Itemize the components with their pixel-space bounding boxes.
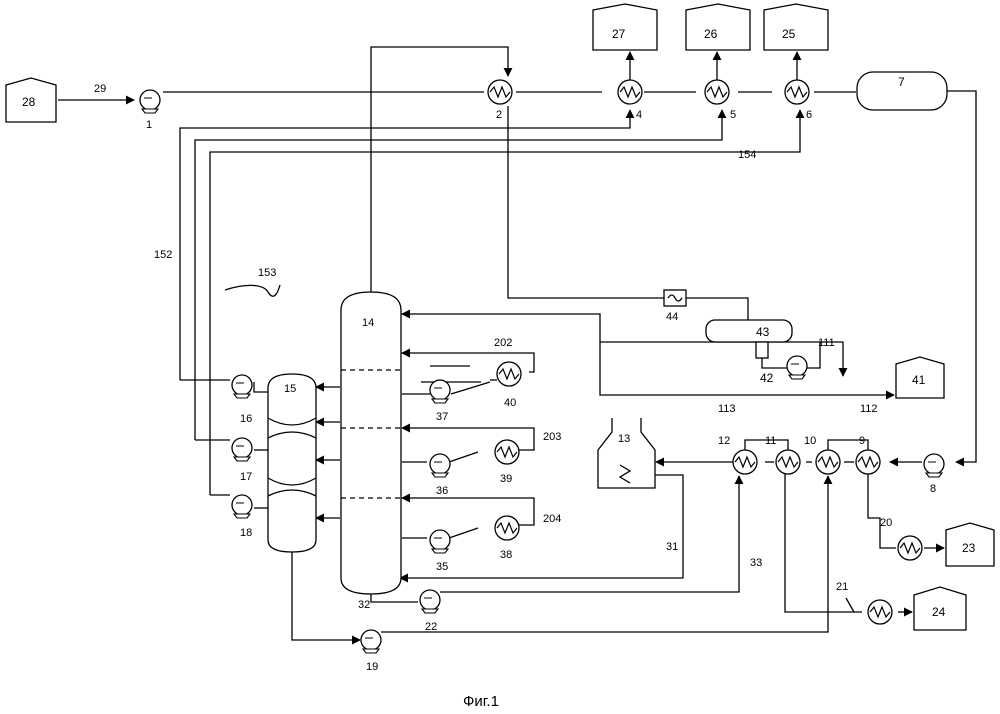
label-8: 8 (930, 483, 936, 495)
label-24: 24 (932, 605, 946, 619)
heat-exchanger-5 (705, 80, 729, 104)
label-41: 41 (912, 373, 926, 387)
pump-36 (430, 454, 450, 477)
drum-43 (706, 320, 792, 358)
label-35: 35 (436, 561, 448, 573)
heat-exchanger-4 (618, 80, 642, 104)
tank-26 (686, 4, 750, 50)
heat-exchanger-39 (495, 440, 519, 464)
label-202: 202 (494, 337, 512, 349)
label-12: 12 (718, 435, 730, 447)
heat-exchanger-40 (497, 362, 521, 386)
label-14: 14 (362, 317, 374, 329)
heat-exchanger-38 (495, 516, 519, 540)
label-42: 42 (760, 371, 774, 385)
heat-exchanger-11 (776, 450, 800, 474)
label-153: 153 (258, 267, 276, 279)
label-112: 112 (860, 403, 878, 415)
cooler-20-stream (898, 536, 922, 560)
pump-8 (924, 454, 944, 477)
main-column-14 (341, 292, 401, 594)
label-44: 44 (666, 311, 678, 323)
label-11: 11 (765, 435, 776, 447)
pump-35 (430, 530, 450, 553)
label-154: 154 (738, 149, 756, 161)
furnace-13 (598, 418, 655, 488)
label-27: 27 (612, 27, 626, 41)
stripper-15 (268, 374, 316, 552)
pump-37 (430, 380, 450, 403)
label-17: 17 (240, 471, 252, 483)
piping (58, 47, 976, 640)
pump-42 (787, 356, 807, 379)
label-1: 1 (146, 119, 152, 131)
label-18: 18 (240, 527, 252, 539)
label-31: 31 (666, 541, 678, 553)
label-2: 2 (496, 109, 502, 121)
label-32: 32 (358, 599, 370, 611)
label-7: 7 (898, 75, 905, 89)
label-33: 33 (750, 557, 762, 569)
pump-22 (420, 590, 440, 613)
label-5: 5 (730, 109, 736, 121)
label-4: 4 (636, 109, 642, 121)
label-43: 43 (756, 325, 770, 339)
tank-25 (764, 4, 828, 50)
label-29: 29 (94, 83, 106, 95)
label-13: 13 (618, 433, 630, 445)
heat-exchanger-6 (785, 80, 809, 104)
pump-16 (232, 375, 252, 398)
leader-153 (225, 285, 280, 296)
heat-exchanger-9 (856, 450, 880, 474)
label-22: 22 (425, 621, 437, 633)
label-36: 36 (436, 485, 448, 497)
air-cooler-44 (664, 290, 686, 306)
label-38: 38 (500, 549, 512, 561)
label-10: 10 (804, 435, 816, 447)
pump-17 (232, 438, 252, 461)
label-111: 111 (818, 337, 835, 349)
cooler-21-stream (868, 600, 892, 624)
pump-18 (232, 495, 252, 518)
label-25: 25 (782, 27, 796, 41)
label-28: 28 (22, 95, 36, 109)
pump-19 (361, 630, 381, 653)
heat-exchanger-10 (816, 450, 840, 474)
label-23: 23 (962, 541, 976, 555)
label-21: 21 (836, 581, 848, 593)
heat-exchanger-2 (488, 80, 512, 104)
pump-1 (140, 90, 160, 113)
label-113: 113 (718, 403, 736, 415)
label-20: 20 (880, 517, 892, 529)
label-37: 37 (436, 411, 448, 423)
label-16: 16 (240, 413, 252, 425)
label-204: 204 (543, 513, 561, 525)
label-19: 19 (366, 661, 378, 673)
figure-caption: Фиг.1 (463, 693, 499, 710)
label-15: 15 (284, 383, 296, 395)
heat-exchanger-12 (733, 450, 757, 474)
label-40: 40 (504, 397, 516, 409)
label-9: 9 (859, 435, 865, 447)
label-152: 152 (154, 249, 172, 261)
label-39: 39 (500, 473, 512, 485)
label-6: 6 (806, 109, 812, 121)
label-203: 203 (543, 431, 561, 443)
label-26: 26 (704, 27, 718, 41)
